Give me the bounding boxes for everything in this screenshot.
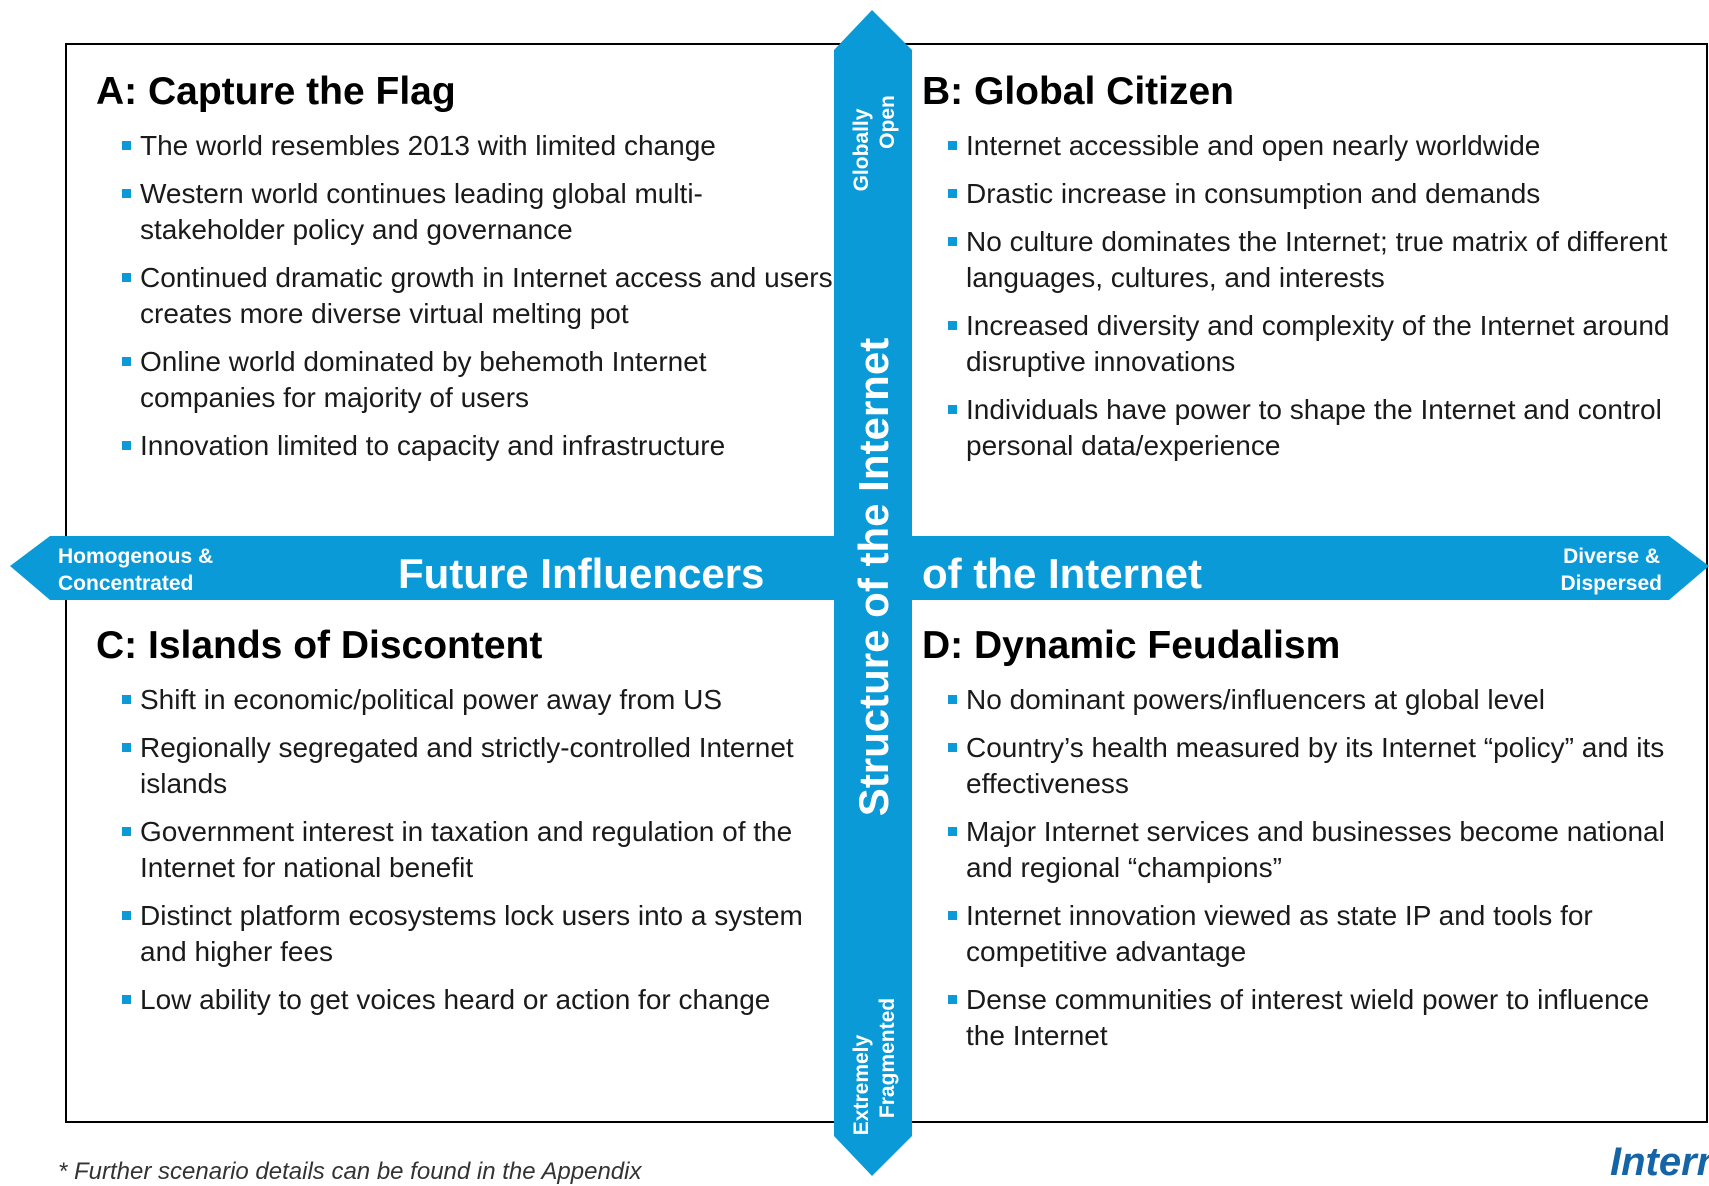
bottom-axis-label-line2: Fragmented [876, 998, 899, 1118]
quadrant-a-title: A: Capture the Flag [96, 70, 456, 113]
list-item: The world resembles 2013 with limited ch… [96, 128, 836, 164]
bottom-axis-label-line1: Extremely [850, 1034, 873, 1135]
right-axis-label-line2: Dispersed [1560, 572, 1662, 595]
right-axis-label-line1: Diverse & [1563, 545, 1660, 568]
list-item: Government interest in taxation and regu… [96, 814, 836, 886]
list-item: Distinct platform ecosystems lock users … [96, 898, 836, 970]
quadrant-d: D: Dynamic Feudalism No dominant powers/… [922, 624, 1682, 1066]
list-item: Drastic increase in consumption and dema… [922, 176, 1682, 212]
list-item: Dense communities of interest wield powe… [922, 982, 1682, 1054]
list-item: Continued dramatic growth in Internet ac… [96, 260, 836, 332]
list-item: Innovation limited to capacity and infra… [96, 428, 836, 464]
list-item: Internet accessible and open nearly worl… [922, 128, 1682, 164]
horizontal-axis-title-left: Future Influencers [398, 550, 764, 597]
internet-society-logo: Internet [1610, 1140, 1709, 1184]
list-item: Internet innovation viewed as state IP a… [922, 898, 1682, 970]
quadrant-b-title: B: Global Citizen [922, 70, 1234, 113]
quadrant-a-list: The world resembles 2013 with limited ch… [96, 128, 836, 464]
quadrant-c: C: Islands of Discontent Shift in econom… [96, 624, 836, 1030]
quadrant-c-list: Shift in economic/political power away f… [96, 682, 836, 1018]
quadrant-c-title: C: Islands of Discontent [96, 624, 543, 667]
quadrant-d-list: No dominant powers/influencers at global… [922, 682, 1682, 1054]
quadrant-a: A: Capture the Flag The world resembles … [96, 70, 836, 476]
left-axis-label-line2: Concentrated [58, 572, 193, 595]
top-axis-label-line1: Globally [850, 108, 873, 191]
vertical-axis-arrow [834, 10, 912, 1176]
list-item: Online world dominated by behemoth Inter… [96, 344, 836, 416]
list-item: No culture dominates the Internet; true … [922, 224, 1682, 296]
list-item: No dominant powers/influencers at global… [922, 682, 1682, 718]
list-item: Increased diversity and complexity of th… [922, 308, 1682, 380]
quadrant-d-title: D: Dynamic Feudalism [922, 624, 1341, 667]
list-item: Major Internet services and businesses b… [922, 814, 1682, 886]
list-item: Regionally segregated and strictly-contr… [96, 730, 836, 802]
footnote: * Further scenario details can be found … [58, 1158, 642, 1185]
list-item: Western world continues leading global m… [96, 176, 836, 248]
quadrant-b: B: Global Citizen Internet accessible an… [922, 70, 1682, 476]
list-item: Shift in economic/political power away f… [96, 682, 836, 718]
vertical-axis-title: Structure of the Internet [850, 338, 897, 816]
list-item: Low ability to get voices heard or actio… [96, 982, 836, 1018]
top-axis-label-line2: Open [876, 95, 899, 149]
horizontal-axis-title-right: of the Internet [922, 550, 1202, 597]
quadrant-b-list: Internet accessible and open nearly worl… [922, 128, 1682, 464]
list-item: Country’s health measured by its Interne… [922, 730, 1682, 802]
left-axis-label-line1: Homogenous & [58, 545, 213, 568]
list-item: Individuals have power to shape the Inte… [922, 392, 1682, 464]
